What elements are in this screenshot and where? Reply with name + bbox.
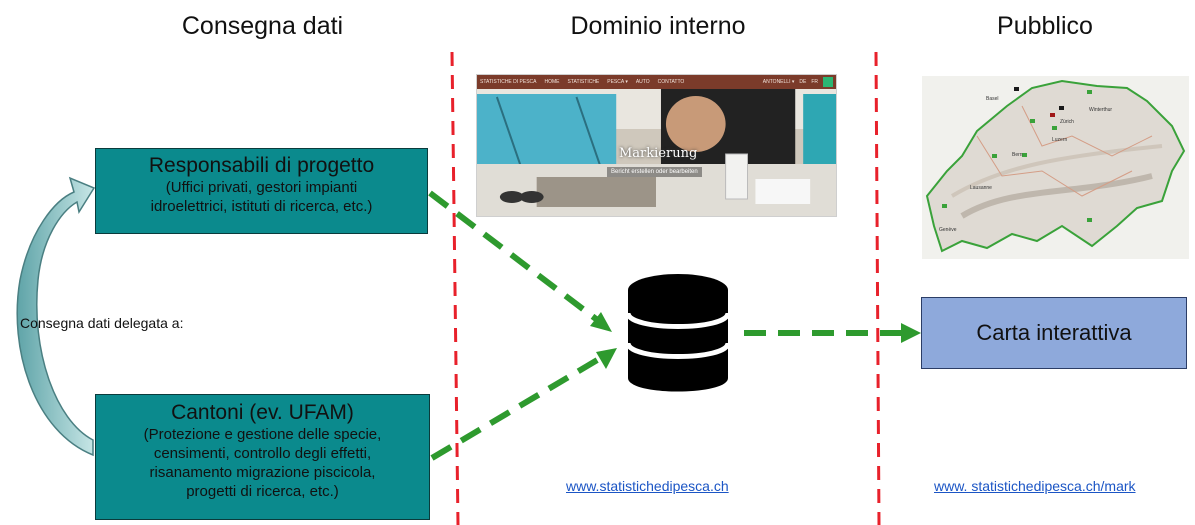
delegated-label: Consegna dati delegata a:: [20, 315, 184, 331]
column-title-consegna: Consegna dati: [181, 12, 344, 40]
switzerland-shape: [925, 79, 1186, 253]
nav-item-user: ANTONELLI ▾: [762, 79, 795, 85]
cantoni-title: Cantoni (ev. UFAM): [171, 401, 354, 424]
nav-item-lang: FR: [811, 79, 818, 85]
website-hero-subtitle: Bericht erstellen oder bearbeiten: [607, 167, 702, 177]
responsabili-line: idroelettrici, istituti di ricerca, etc.…: [150, 198, 373, 215]
column-title-pubblico: Pubblico: [997, 12, 1093, 40]
box-responsabili-di-progetto: Responsabili di progetto (Uffici privati…: [95, 148, 428, 234]
website-nav-bar: STATISTICHE DI PESCA HOME STATISTICHE PE…: [477, 75, 836, 89]
nav-item: STATISTICHE: [567, 79, 600, 85]
divider-right: [874, 51, 881, 525]
map-label: Bern: [1012, 152, 1023, 158]
nav-item: CONTATTO: [657, 79, 685, 85]
link-statistichedipesca[interactable]: www.statistichedipesca.ch: [566, 478, 729, 494]
box-cantoni: Cantoni (ev. UFAM) (Protezione e gestion…: [95, 394, 430, 520]
switzerland-map-thumbnail: Basel Zürich Winterthur Lausanne Genève …: [922, 76, 1189, 259]
arrow-cantoni-to-db: [430, 348, 617, 461]
nav-item: PESCA ▾: [607, 79, 628, 85]
cantoni-line: progetti di ricerca, etc.): [186, 483, 339, 500]
map-label: Genève: [939, 227, 957, 233]
nav-item: AUTO: [635, 79, 650, 85]
arrow-responsabili-to-db: [428, 190, 612, 332]
nav-menu-button: [823, 77, 833, 87]
map-label: Basel: [986, 96, 999, 102]
website-hero-image: [477, 89, 836, 216]
curved-arrow-icon: [16, 176, 96, 457]
nav-item-lang: DE: [799, 79, 807, 85]
cantoni-line: (Protezione e gestione delle specie,: [143, 426, 382, 443]
map-label: Zürich: [1060, 119, 1074, 125]
map-label: Winterthur: [1089, 107, 1112, 113]
map-label: Lausanne: [970, 185, 992, 191]
database-icon: [625, 274, 731, 392]
arrow-db-to-carta: [744, 323, 921, 343]
cantoni-line: risanamento migrazione piscicola,: [149, 464, 376, 481]
nav-item: HOME: [544, 79, 560, 85]
column-title-dominio: Dominio interno: [570, 12, 746, 40]
website-screenshot: STATISTICHE DI PESCA HOME STATISTICHE PE…: [476, 74, 837, 217]
box-carta-interattiva: Carta interattiva: [921, 297, 1187, 369]
responsabili-title: Responsabili di progetto: [148, 154, 375, 177]
cantoni-line: censimenti, controllo degli effetti,: [153, 445, 372, 462]
nav-item-brand: STATISTICHE DI PESCA: [480, 79, 537, 85]
divider-left: [450, 51, 460, 525]
map-label: Luzern: [1052, 137, 1068, 143]
website-hero-title: Markierung: [619, 146, 698, 161]
responsabili-line: (Uffici privati, gestori impianti: [165, 179, 358, 196]
link-statistichedipesca-mark[interactable]: www. statistichedipesca.ch/mark: [934, 478, 1136, 494]
